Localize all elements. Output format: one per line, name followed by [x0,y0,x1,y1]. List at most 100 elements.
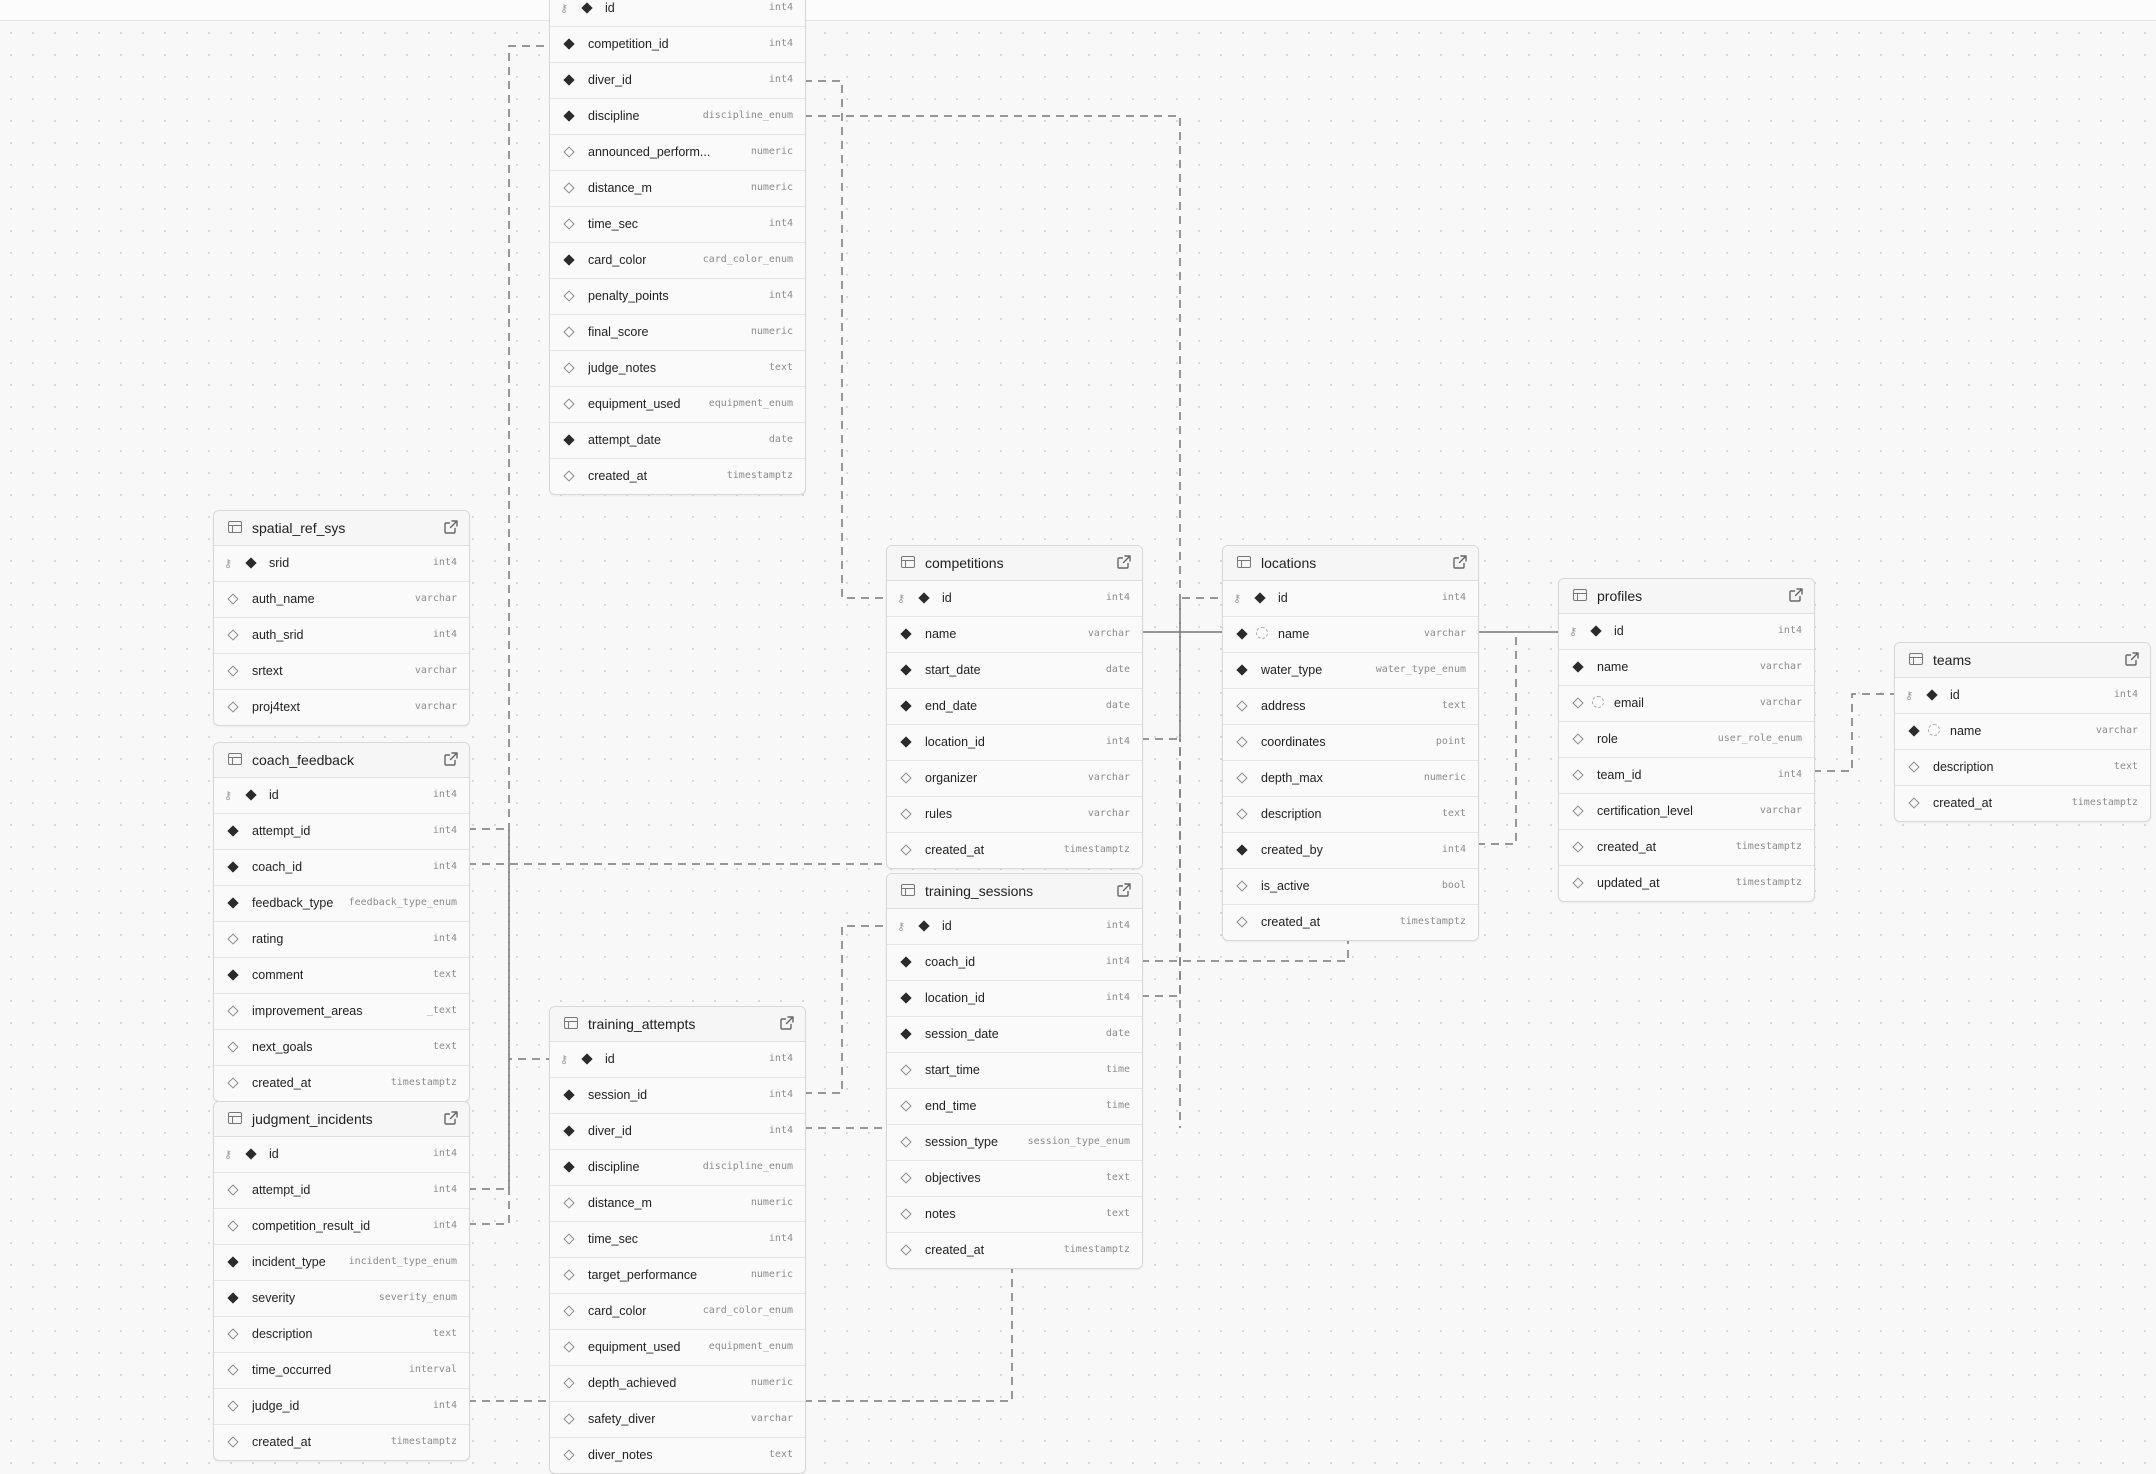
column-row[interactable]: announced_perform...numeric [550,134,805,170]
open-external-icon[interactable] [1452,554,1468,570]
table-header[interactable]: judgment_incidents [214,1102,469,1137]
open-external-icon[interactable] [1788,587,1804,603]
table-header[interactable]: coach_feedback [214,743,469,778]
table-header[interactable]: locations [1223,546,1478,581]
open-external-icon[interactable] [779,1015,795,1031]
open-external-icon[interactable] [1116,554,1132,570]
open-external-icon[interactable] [443,1110,459,1126]
table-header[interactable]: training_attempts [550,1007,805,1042]
table-header[interactable]: training_sessions [887,874,1142,909]
column-row[interactable]: improvement_areas_text [214,993,469,1029]
table-header[interactable]: teams [1895,643,2150,678]
table-header[interactable]: competitions [887,546,1142,581]
open-external-icon[interactable] [2124,651,2140,667]
open-external-icon[interactable] [443,519,459,535]
open-external-icon[interactable] [443,751,459,767]
open-external-icon[interactable] [1116,882,1132,898]
table-header[interactable]: spatial_ref_sys [214,511,469,546]
